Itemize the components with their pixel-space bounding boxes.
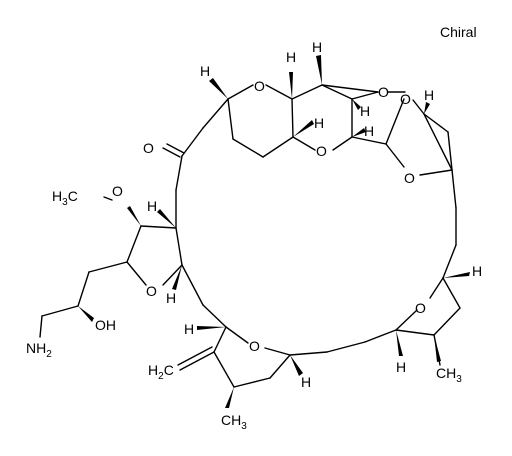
oxygen-atom-label: O: [378, 84, 389, 100]
oxygen-atom-label: O: [415, 300, 426, 316]
oxygen-atom-label: O: [143, 140, 154, 156]
hydroxyl-label: OH: [95, 317, 116, 333]
hydrogen-atom-label: H: [147, 198, 157, 214]
amine-label: NH2: [26, 340, 52, 360]
oxygen-atom-label: O: [112, 183, 123, 199]
methylene-label: H2C: [148, 362, 174, 382]
oxygen-atom-label: O: [316, 143, 327, 159]
hydrogen-atom-label: H: [312, 39, 322, 55]
oxygen-atom-label: O: [249, 338, 260, 354]
hydrogen-atom-label: H: [286, 49, 296, 65]
hydrogen-atom-label: H: [200, 63, 210, 79]
hydrogen-atom-label: H: [396, 359, 406, 375]
oxygen-atom-label: O: [254, 78, 265, 94]
oxygen-atom-label: O: [146, 283, 157, 299]
methyl-label: CH3: [436, 365, 462, 385]
hydrogen-atom-label: H: [166, 290, 176, 306]
oxygen-atom-label: O: [404, 170, 415, 186]
atom-labels: O O O O O O O O O O H H H H H H H H H H …: [26, 39, 482, 432]
methyl-label: CH3: [221, 412, 247, 432]
methoxy-label: H3C: [52, 188, 78, 208]
stereo-bonds: [78, 55, 470, 408]
bond-network: [39, 84, 461, 388]
oxygen-atom-label: O: [400, 91, 411, 107]
chiral-flag: Chiral: [440, 24, 477, 40]
hydrogen-atom-label: H: [314, 115, 324, 131]
hydrogen-atom-label: H: [364, 123, 374, 139]
hydrogen-atom-label: H: [424, 87, 434, 103]
hydrogen-atom-label: H: [472, 263, 482, 279]
hydrogen-atom-label: H: [301, 374, 311, 390]
hydrogen-atom-label: H: [184, 321, 194, 337]
hydrogen-atom-label: H: [360, 103, 370, 119]
